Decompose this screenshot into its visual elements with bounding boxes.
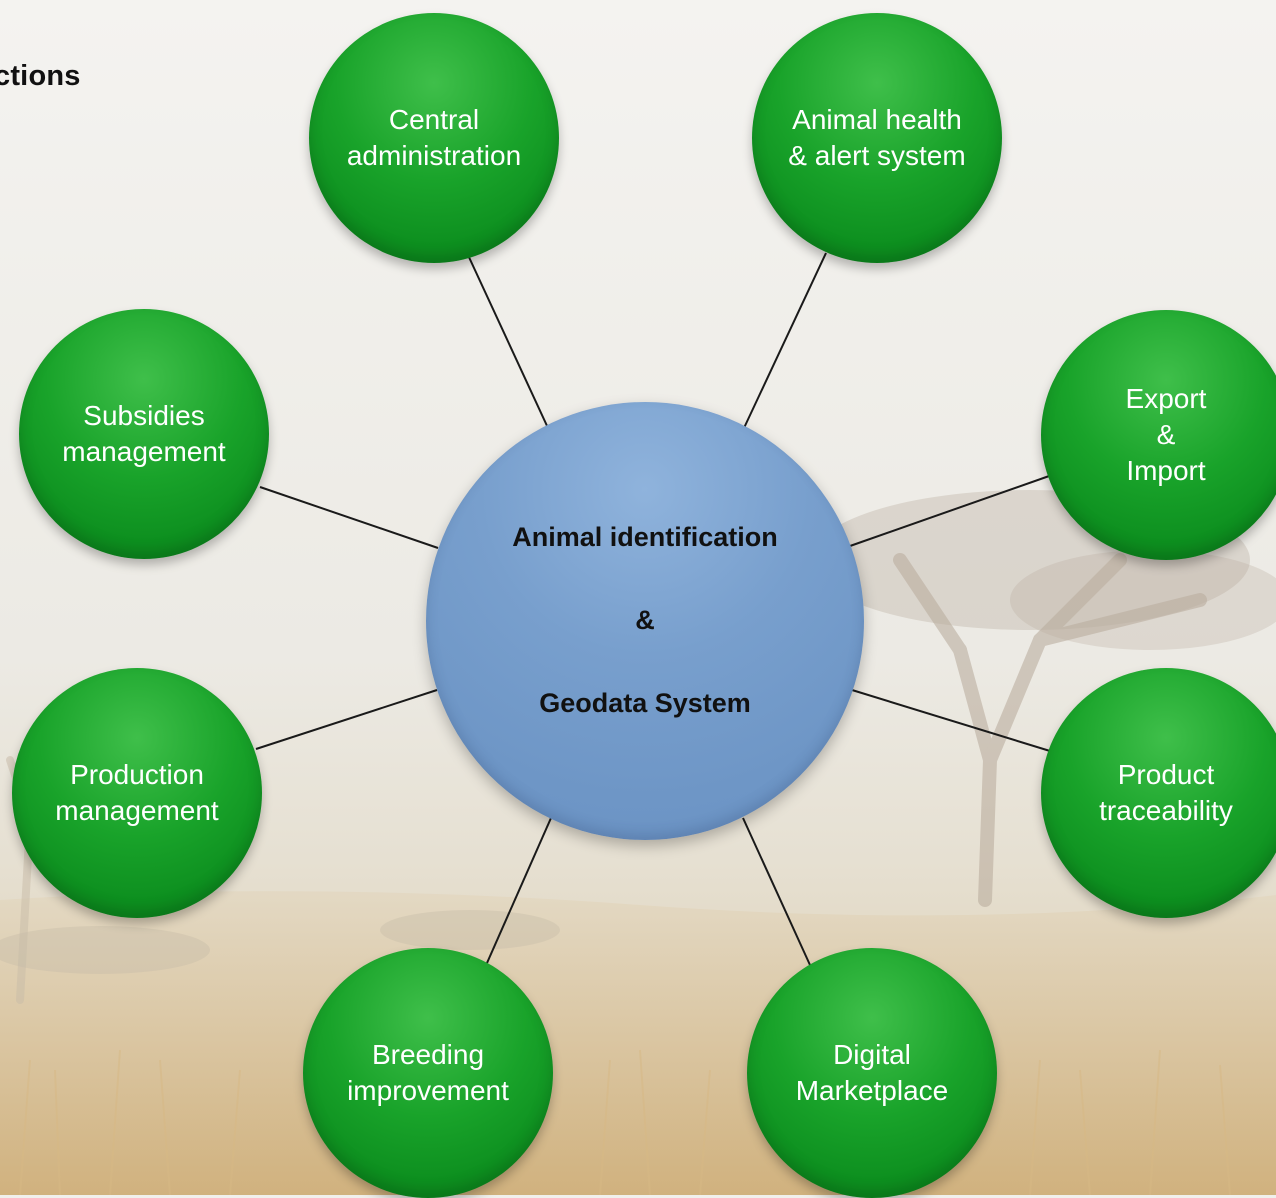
slide-title-fragment: ctions — [0, 60, 81, 92]
central-hub-node: Animal identification & Geodata System — [426, 402, 864, 840]
node-production-management: Production management — [12, 668, 262, 918]
node-central-administration: Central administration — [309, 13, 559, 263]
node-label: Central administration — [346, 104, 522, 171]
node-product-traceability: Product traceability — [1041, 668, 1276, 918]
node-label: Breeding improvement — [347, 1039, 509, 1106]
node-label: Export & Import — [1125, 383, 1207, 486]
connector-lines — [255, 252, 1053, 966]
node-label: Production management — [55, 759, 219, 826]
center-line-3: Geodata System — [539, 688, 751, 718]
center-line-2: & — [635, 605, 655, 635]
node-label: Animal health & alert system — [788, 104, 966, 171]
node-animal-health-alert: Animal health & alert system — [752, 13, 1002, 263]
node-breeding-improvement: Breeding improvement — [303, 948, 553, 1198]
node-label: Digital Marketplace — [795, 1039, 949, 1106]
center-line-1: Animal identification — [512, 522, 778, 552]
node-export-import: Export & Import — [1041, 310, 1276, 560]
node-subsidies-management: Subsidies management — [19, 309, 269, 559]
node-label: Product traceability — [1099, 759, 1233, 826]
node-digital-marketplace: Digital Marketplace — [747, 948, 997, 1198]
node-label: Subsidies management — [62, 400, 226, 467]
